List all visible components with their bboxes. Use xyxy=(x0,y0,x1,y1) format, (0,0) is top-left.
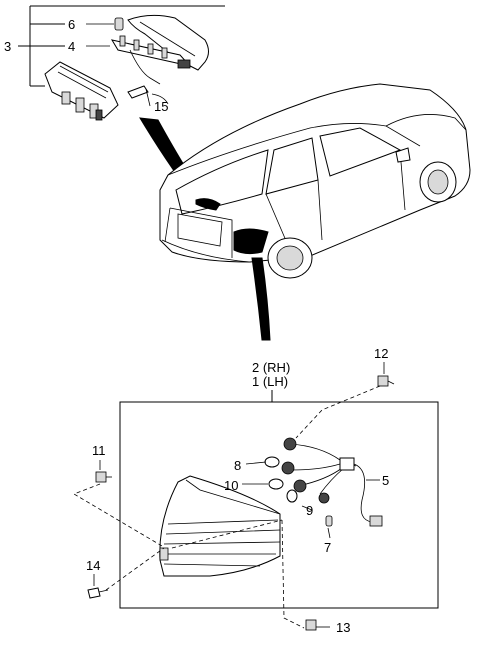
screw-14 xyxy=(87,587,109,599)
callout-6: 6 xyxy=(68,17,75,32)
callout-15: 15 xyxy=(154,99,168,114)
car-illustration xyxy=(159,83,471,279)
assembly-line-frame xyxy=(171,519,283,549)
callout-8: 8 xyxy=(234,458,241,473)
rear-combination-lamp xyxy=(159,475,281,577)
callout-12: 12 xyxy=(374,346,388,361)
callout-5: 5 xyxy=(382,473,389,488)
assembly-line-14 xyxy=(105,547,165,591)
tail-lamp-leader xyxy=(251,257,271,341)
callout-13: 13 xyxy=(336,620,350,635)
lamp-housing xyxy=(44,61,119,121)
high-mount-stop-lamp-group xyxy=(18,5,225,121)
exploded-view-frame xyxy=(119,401,439,609)
bulb-board-4 xyxy=(86,35,192,85)
nut-11 xyxy=(95,471,112,483)
callout-2: 2 (RH) xyxy=(252,360,290,375)
screw-6 xyxy=(86,17,124,31)
bulb-socket-assembly xyxy=(264,437,383,527)
assembly-line-12 xyxy=(295,385,381,439)
nut-12 xyxy=(377,375,395,387)
callout-9: 9 xyxy=(306,503,313,518)
lamp-cover xyxy=(127,14,209,71)
screw-15 xyxy=(127,85,169,107)
callout-3: 3 xyxy=(4,39,11,54)
nut-13 xyxy=(305,619,317,631)
assembly-line-13 xyxy=(281,519,305,629)
callout-1: 1 (LH) xyxy=(252,374,288,389)
callout-14: 14 xyxy=(86,558,100,573)
callout-11: 11 xyxy=(92,443,106,458)
callout-7: 7 xyxy=(324,540,331,555)
assembly-line-11 xyxy=(73,483,163,547)
callout-10: 10 xyxy=(224,478,238,493)
callout-4: 4 xyxy=(68,39,75,54)
tail-lamp-on-car xyxy=(233,228,269,255)
